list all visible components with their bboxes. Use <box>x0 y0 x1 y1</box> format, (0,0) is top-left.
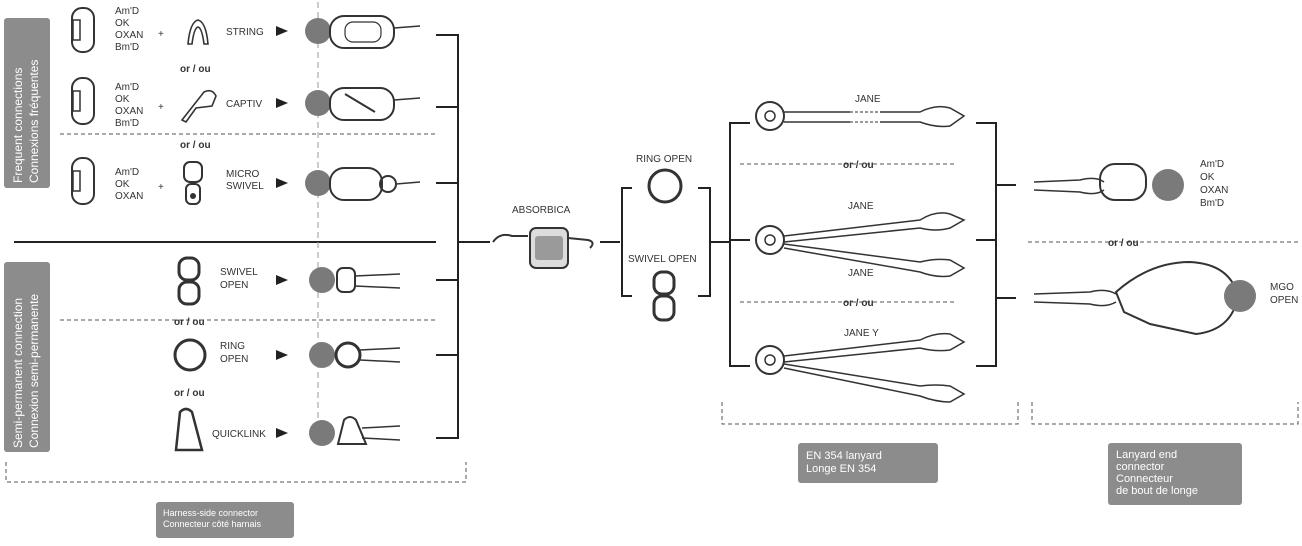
arrow-icon <box>276 98 288 108</box>
absorbica-icon <box>493 228 593 268</box>
arrow-icon <box>276 178 288 188</box>
svg-text:Am'D: Am'D <box>1200 159 1224 170</box>
ring-open-single-label: RING OPEN <box>636 154 692 165</box>
carabiner-list: Am'D OK OXAN <box>115 167 143 202</box>
swivel-open-single-label: SWIVEL OPEN <box>628 254 697 265</box>
jane-y-icon <box>756 334 964 402</box>
middle-bracket <box>622 188 730 296</box>
jane-y-label: JANE Y <box>844 328 879 339</box>
end-connector-mgo-icon <box>1034 262 1256 334</box>
svg-text:OK: OK <box>115 18 130 29</box>
left-bracket <box>436 35 490 438</box>
end-connector-list: Am'D OK OXAN Bm'D <box>1200 159 1228 209</box>
micro-swivel-label: MICRO <box>226 169 260 180</box>
or-ou-label: or / ou <box>180 140 211 151</box>
or-ou-label: or / ou <box>174 317 205 328</box>
quicklink-label: QUICKLINK <box>212 429 266 440</box>
svg-text:OK: OK <box>115 94 130 105</box>
svg-text:OXAN: OXAN <box>1200 185 1228 196</box>
carabiner-list: Am'D OK OXAN Bm'D <box>115 6 143 53</box>
lanyard-end-caption: Lanyard end connector Connecteur de bout… <box>1108 443 1242 505</box>
svg-text:OPEN: OPEN <box>1270 295 1298 306</box>
or-ou-label: or / ou <box>174 388 205 399</box>
svg-text:OXAN: OXAN <box>115 191 143 202</box>
string-icon <box>188 20 208 44</box>
harness-side-frame <box>6 462 466 482</box>
swivel-open-single-icon <box>654 272 674 320</box>
svg-text:Bm'D: Bm'D <box>1200 198 1224 209</box>
svg-text:OK: OK <box>1200 172 1215 183</box>
or-ou-label: or / ou <box>843 298 874 309</box>
or-ou-label: or / ou <box>1108 238 1139 249</box>
ring-open-icon <box>175 340 205 370</box>
string-assembly-icon <box>305 16 420 48</box>
row-captiv: Am'D OK OXAN Bm'D + CAPTIV <box>72 78 420 129</box>
lanyard-end-frame <box>1032 402 1298 424</box>
micro-swivel-label: SWIVEL <box>226 181 264 192</box>
svg-text:Am'D: Am'D <box>115 82 139 93</box>
jane-icon <box>756 102 964 130</box>
plus-icon: + <box>158 102 164 113</box>
row-micro-swivel: Am'D OK OXAN + MICRO SWIVEL <box>72 158 420 204</box>
jane-label: JANE <box>848 201 874 212</box>
ring-open-label: RING <box>220 341 245 352</box>
absorbica-label: ABSORBICA <box>512 205 571 216</box>
micro-swivel-icon <box>184 162 202 204</box>
row-quicklink: QUICKLINK <box>176 409 400 450</box>
svg-text:Am'D: Am'D <box>115 6 139 17</box>
plus-icon: + <box>158 29 164 40</box>
svg-text:Frequent connections: Frequent connections <box>11 68 25 183</box>
micro-swivel-assembly-icon <box>305 168 420 200</box>
arrow-icon <box>276 275 288 285</box>
ring-open-single-icon <box>649 170 681 202</box>
ring-open-assembly-icon <box>309 342 400 368</box>
carabiner-icon <box>72 78 94 124</box>
carabiner-list: Am'D OK OXAN Bm'D <box>115 82 143 129</box>
en354-frame <box>722 402 1018 424</box>
row-ring-open: RING OPEN <box>175 340 400 370</box>
mgo-label: MGO OPEN <box>1270 282 1298 306</box>
svg-text:Connexion semi-permanente: Connexion semi-permanente <box>27 294 41 448</box>
row-swivel-open: SWIVEL OPEN <box>179 258 400 304</box>
harness-side-caption: Harness-side connector Connecteur côté h… <box>156 502 294 538</box>
svg-text:OXAN: OXAN <box>115 106 143 117</box>
svg-text:Bm'D: Bm'D <box>115 118 139 129</box>
quicklink-assembly-icon <box>309 417 400 446</box>
svg-text:Bm'D: Bm'D <box>115 42 139 53</box>
swivel-open-label: SWIVEL <box>220 267 258 278</box>
swivel-open-assembly-icon <box>309 267 400 293</box>
svg-text:Semi-permanent connection: Semi-permanent connection <box>11 298 25 448</box>
svg-text:OK: OK <box>115 179 130 190</box>
quicklink-icon <box>176 409 202 450</box>
row-string: Am'D OK OXAN Bm'D + STRING <box>72 6 420 53</box>
carabiner-icon <box>72 158 94 204</box>
jane-double-icon <box>756 213 964 277</box>
ring-open-label: OPEN <box>220 354 248 365</box>
string-label: STRING <box>226 27 264 38</box>
or-ou-label: or / ou <box>180 64 211 75</box>
swivel-open-label: OPEN <box>220 280 248 291</box>
en354-caption: EN 354 lanyard Longe EN 354 <box>798 443 938 483</box>
jane-label: JANE <box>855 94 881 105</box>
arrow-icon <box>276 428 288 438</box>
end-connector-carabiner-icon <box>1034 164 1184 201</box>
svg-text:Am'D: Am'D <box>115 167 139 178</box>
semi-permanent-connection-label: Semi-permanent connection Connexion semi… <box>4 262 50 452</box>
arrow-icon <box>276 26 288 36</box>
plus-icon: + <box>158 182 164 193</box>
captiv-label: CAPTIV <box>226 99 262 110</box>
captiv-icon <box>182 91 216 122</box>
frequent-connections-label: Frequent connections Connexions fréquent… <box>4 18 50 188</box>
arrow-icon <box>276 350 288 360</box>
swivel-open-icon <box>179 258 199 304</box>
svg-text:OXAN: OXAN <box>115 30 143 41</box>
jane-label: JANE <box>848 268 874 279</box>
or-ou-label: or / ou <box>843 160 874 171</box>
svg-text:MGO: MGO <box>1270 282 1294 293</box>
carabiner-icon <box>72 8 94 52</box>
svg-text:Connexions fréquentes: Connexions fréquentes <box>27 60 41 183</box>
captiv-assembly-icon <box>305 88 420 120</box>
